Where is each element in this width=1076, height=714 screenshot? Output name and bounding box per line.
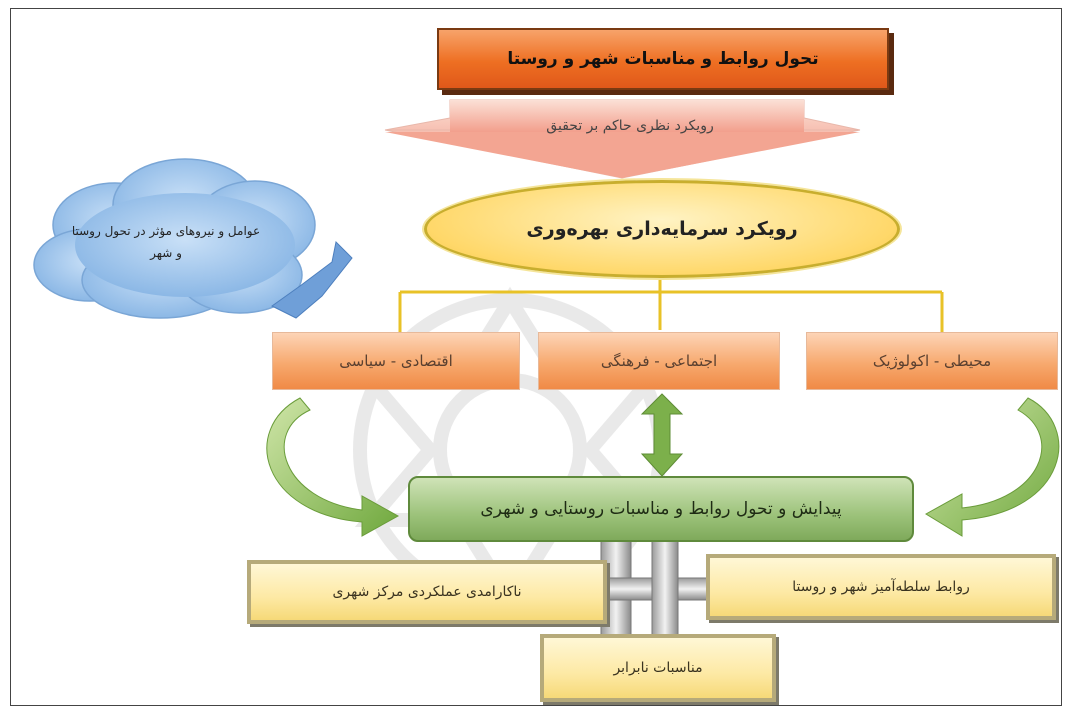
cloud-shape [33,158,316,319]
result-label: مناسبات نابرابر [613,660,703,676]
central-approach-ellipse: رویکرد سرمایه‌داری بهره‌وری [424,180,900,278]
dimension-label: محیطی - اکولوژیک [872,352,992,370]
dimension-label: اقتصادی - سیاسی [339,352,453,370]
central-approach-text: رویکرد سرمایه‌داری بهره‌وری [526,218,798,240]
left-curved-arrow [266,397,400,537]
pipe-vertical-2 [651,539,679,641]
dimension-label: اجتماعی - فرهنگی [600,352,718,370]
theory-arrow-label: رویکرد نظری حاکم بر تحقیق [546,118,714,134]
dimension-economic-political: اقتصادی - سیاسی [272,332,520,390]
result-dominance-relations: روابط سلطه‌آمیز شهر و روستا [706,554,1056,620]
result-inefficiency: ناکارامدی عملکردی مرکز شهری [247,560,607,624]
outcome-box: پیدایش و تحول روابط و مناسبات روستایی و … [408,476,914,542]
dimension-environmental-ecological: محیطی - اکولوژیک [806,332,1058,390]
right-curved-arrow [925,397,1060,537]
dimension-social-cultural: اجتماعی - فرهنگی [538,332,780,390]
cloud-pointer-arrow [271,240,353,319]
result-unequal-relations: مناسبات نابرابر [540,634,776,702]
result-label: ناکارامدی عملکردی مرکز شهری [332,584,522,600]
outcome-text: پیدایش و تحول روابط و مناسبات روستایی و … [480,499,842,519]
title-text: تحول روابط و مناسبات شهر و روستا [507,49,819,69]
result-label: روابط سلطه‌آمیز شهر و روستا [792,579,970,595]
connector-lines [398,276,944,334]
title-box: تحول روابط و مناسبات شهر و روستا [437,28,889,90]
cloud-text: عوامل و نیروهای مؤثر در تحول روستا و شهر [71,224,261,260]
